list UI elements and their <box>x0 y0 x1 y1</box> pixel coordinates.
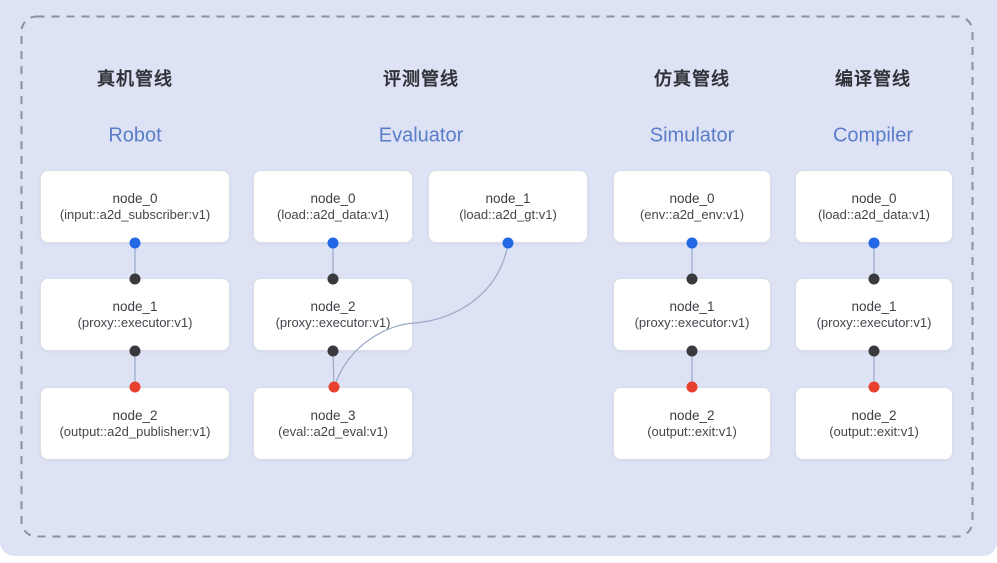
node-name: node_0 <box>669 190 715 206</box>
pipeline-title-zh-robot: 真机管线 <box>97 69 173 89</box>
node-type: (output::a2d_publisher:v1) <box>59 424 211 440</box>
node-name: node_2 <box>669 407 715 423</box>
node-type: (output::exit:v1) <box>829 424 919 440</box>
node-name: node_0 <box>851 190 897 206</box>
pipeline-title-en-evaluator: Evaluator <box>378 124 464 147</box>
node-name: node_1 <box>669 298 715 314</box>
node-type: (env::a2d_env:v1) <box>639 207 745 223</box>
node-name: node_0 <box>112 190 158 206</box>
node-type: (load::a2d_data:v1) <box>817 207 931 223</box>
pipeline-title-en-robot: Robot <box>108 124 162 147</box>
node-simulator-node_2: node_2 (output::exit:v1) <box>613 387 771 460</box>
node-name: node_3 <box>310 407 356 423</box>
node-compiler-node_1: node_1 (proxy::executor:v1) <box>795 278 953 351</box>
node-evaluator-node_2: node_2 (proxy::executor:v1) <box>253 278 413 351</box>
node-type: (proxy::executor:v1) <box>634 315 750 331</box>
node-robot-node_1: node_1 (proxy::executor:v1) <box>40 278 230 351</box>
node-name: node_0 <box>310 190 356 206</box>
node-simulator-node_1: node_1 (proxy::executor:v1) <box>613 278 771 351</box>
node-evaluator-node_3: node_3 (eval::a2d_eval:v1) <box>253 387 413 460</box>
node-robot-node_0: node_0 (input::a2d_subscriber:v1) <box>40 170 230 243</box>
node-type: (load::a2d_data:v1) <box>276 207 390 223</box>
node-simulator-node_0: node_0 (env::a2d_env:v1) <box>613 170 771 243</box>
node-evaluator-node_0: node_0 (load::a2d_data:v1) <box>253 170 413 243</box>
node-type: (proxy::executor:v1) <box>77 315 193 331</box>
pipeline-title-zh-evaluator: 评测管线 <box>383 69 459 89</box>
node-name: node_1 <box>485 190 531 206</box>
node-compiler-node_0: node_0 (load::a2d_data:v1) <box>795 170 953 243</box>
node-type: (proxy::executor:v1) <box>275 315 391 331</box>
node-type: (load::a2d_gt:v1) <box>459 207 557 223</box>
pipeline-title-en-compiler: Compiler <box>832 124 914 147</box>
pipeline-title-en-simulator: Simulator <box>649 124 735 147</box>
node-evaluator-node_1: node_1 (load::a2d_gt:v1) <box>428 170 588 243</box>
node-compiler-node_2: node_2 (output::exit:v1) <box>795 387 953 460</box>
node-type: (output::exit:v1) <box>647 424 737 440</box>
node-type: (input::a2d_subscriber:v1) <box>59 207 211 223</box>
node-name: node_1 <box>112 298 158 314</box>
node-name: node_2 <box>310 298 356 314</box>
node-name: node_1 <box>851 298 897 314</box>
node-name: node_2 <box>112 407 158 423</box>
node-type: (eval::a2d_eval:v1) <box>278 424 388 440</box>
node-name: node_2 <box>851 407 897 423</box>
node-type: (proxy::executor:v1) <box>816 315 932 331</box>
pipeline-title-zh-simulator: 仿真管线 <box>654 69 730 89</box>
node-robot-node_2: node_2 (output::a2d_publisher:v1) <box>40 387 230 460</box>
pipeline-title-zh-compiler: 编译管线 <box>835 69 911 89</box>
